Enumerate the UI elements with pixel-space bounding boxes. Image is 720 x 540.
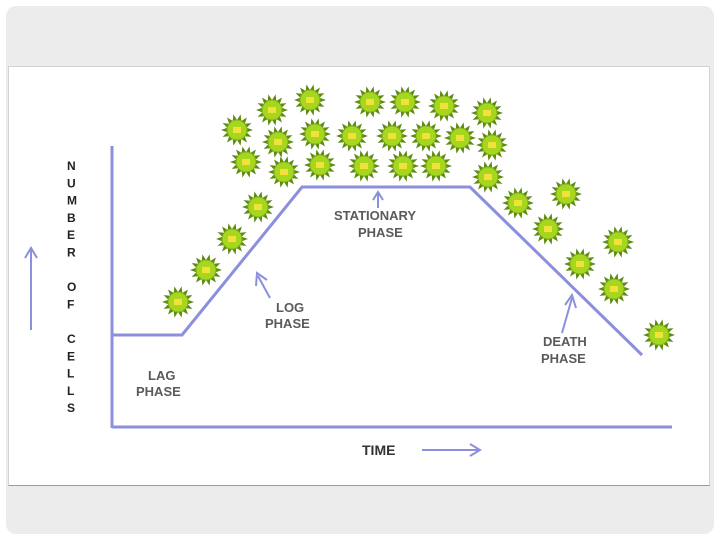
bacterial-cell-icon xyxy=(643,319,675,351)
y-axis-letter: C xyxy=(67,332,76,346)
log-phase-label-line2: PHASE xyxy=(265,316,310,331)
bacterial-cell-icon xyxy=(598,273,630,305)
bacterial-cell-icon xyxy=(262,126,294,158)
bacterial-cell-icon xyxy=(472,161,504,193)
lag-phase-label-line1: LAG xyxy=(148,368,175,383)
bacterial-cell-icon xyxy=(242,191,274,223)
y-axis-letter: E xyxy=(67,349,75,363)
y-axis-letter: E xyxy=(67,228,75,242)
y-axis-letter: O xyxy=(67,280,76,294)
bacterial-cell-icon xyxy=(389,86,421,118)
bacterial-cell-icon xyxy=(602,226,634,258)
bacterial-cell-icon xyxy=(471,97,503,129)
log-phase-arrow xyxy=(255,271,271,299)
bacterial-cell-icon xyxy=(336,120,368,152)
y-axis-letter: R xyxy=(67,246,76,260)
bacterial-cell-icon xyxy=(376,120,408,152)
bacterial-cell-icon xyxy=(410,120,442,152)
bacterial-cell-icon xyxy=(420,150,452,182)
y-axis-letter: S xyxy=(67,401,75,415)
death-phase-arrow xyxy=(561,292,577,334)
y-axis-letter: U xyxy=(67,176,76,190)
bacterial-cell-icon xyxy=(304,149,336,181)
stationary-phase-label-line1: STATIONARY xyxy=(334,208,416,223)
bacterial-cell-icon xyxy=(299,118,331,150)
bacterial-cell-icon xyxy=(268,156,300,188)
bacterial-cell-icon xyxy=(532,213,564,245)
bacterial-cell-icon xyxy=(502,187,534,219)
y-axis-letter: N xyxy=(67,159,76,173)
bacterial-cell-icon xyxy=(216,223,248,255)
log-phase-label-line1: LOG xyxy=(276,300,304,315)
bacterial-cell-icon xyxy=(444,122,476,154)
bacterial-cell-icon xyxy=(564,248,596,280)
x-axis-arrow xyxy=(422,443,482,457)
death-phase-label-line2: PHASE xyxy=(541,351,586,366)
y-axis-letter: F xyxy=(67,297,74,311)
bacterial-cell-icon xyxy=(348,150,380,182)
stationary-phase-label-line2: PHASE xyxy=(358,225,403,240)
bacterial-cell-icon xyxy=(428,90,460,122)
bacterial-cell-icon xyxy=(387,150,419,182)
x-axis-label: TIME xyxy=(362,442,395,458)
growth-curve xyxy=(112,185,644,357)
cells-layer xyxy=(162,84,675,351)
y-axis-letter: L xyxy=(67,367,74,381)
bacterial-cell-icon xyxy=(294,84,326,116)
y-axis-letter: L xyxy=(67,384,74,398)
bacterial-cell-icon xyxy=(256,94,288,126)
bacterial-cell-icon xyxy=(476,129,508,161)
lag-phase-label-line2: PHASE xyxy=(136,384,181,399)
stationary-phase-arrow xyxy=(372,190,384,208)
bacterial-cell-icon xyxy=(190,254,222,286)
bacterial-cell-icon xyxy=(230,146,262,178)
bacterial-cell-icon xyxy=(354,86,386,118)
bacterial-cell-icon xyxy=(162,286,194,318)
y-axis-arrow xyxy=(24,246,38,330)
y-axis-letter: B xyxy=(67,211,76,225)
bacterial-cell-icon xyxy=(550,178,582,210)
y-axis-letter: M xyxy=(67,194,77,208)
death-phase-label-line1: DEATH xyxy=(543,334,587,349)
bacterial-cell-icon xyxy=(221,114,253,146)
